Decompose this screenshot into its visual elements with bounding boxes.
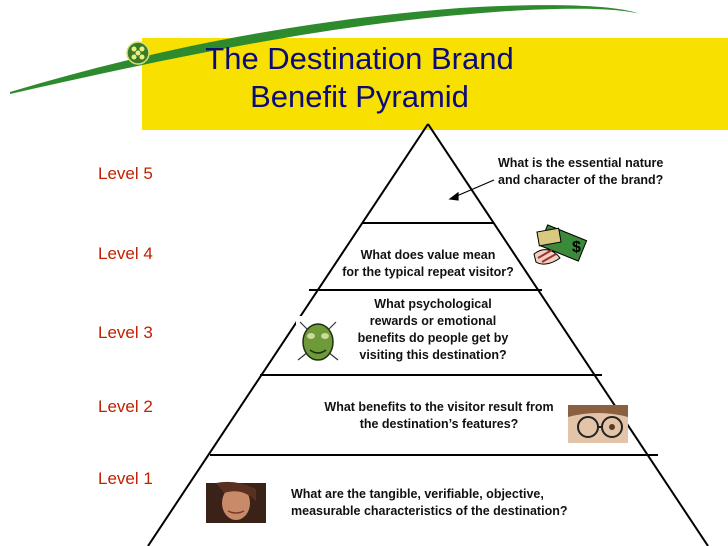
level-3-label: Level 3 [98,323,153,342]
level-1-label: Level 1 [98,469,153,488]
level-2-label: Level 2 [98,397,153,416]
pyramid-outline [147,123,709,546]
title-band [142,38,728,130]
level-2-question: What benefits to the visitor result from… [324,400,554,431]
pointer-arrow [448,179,495,201]
level-5-label: Level 5 [98,164,153,183]
level-4-label: Level 4 [98,244,153,263]
title-line-2: Benefit Pyramid [250,79,469,114]
level-4-question: What does value mean for the typical rep… [342,248,514,279]
level-5-question: What is the essential nature and charact… [498,156,664,187]
alien-face-icon [296,316,340,366]
eye-glasses-icon [568,405,628,443]
accent-swoosh [10,5,640,94]
money-hand-icon: $ [533,224,588,265]
woman-portrait-icon [206,481,266,523]
title-line-1: The Destination Brand [205,41,514,76]
globe-bullet-icon [126,41,150,65]
level-3-question: What psychological rewards or emotional … [357,297,509,362]
svg-text:$: $ [572,239,581,256]
page-title: The Destination Brand Benefit Pyramid [142,40,577,116]
level-1-question: What are the tangible, verifiable, objec… [291,487,568,518]
